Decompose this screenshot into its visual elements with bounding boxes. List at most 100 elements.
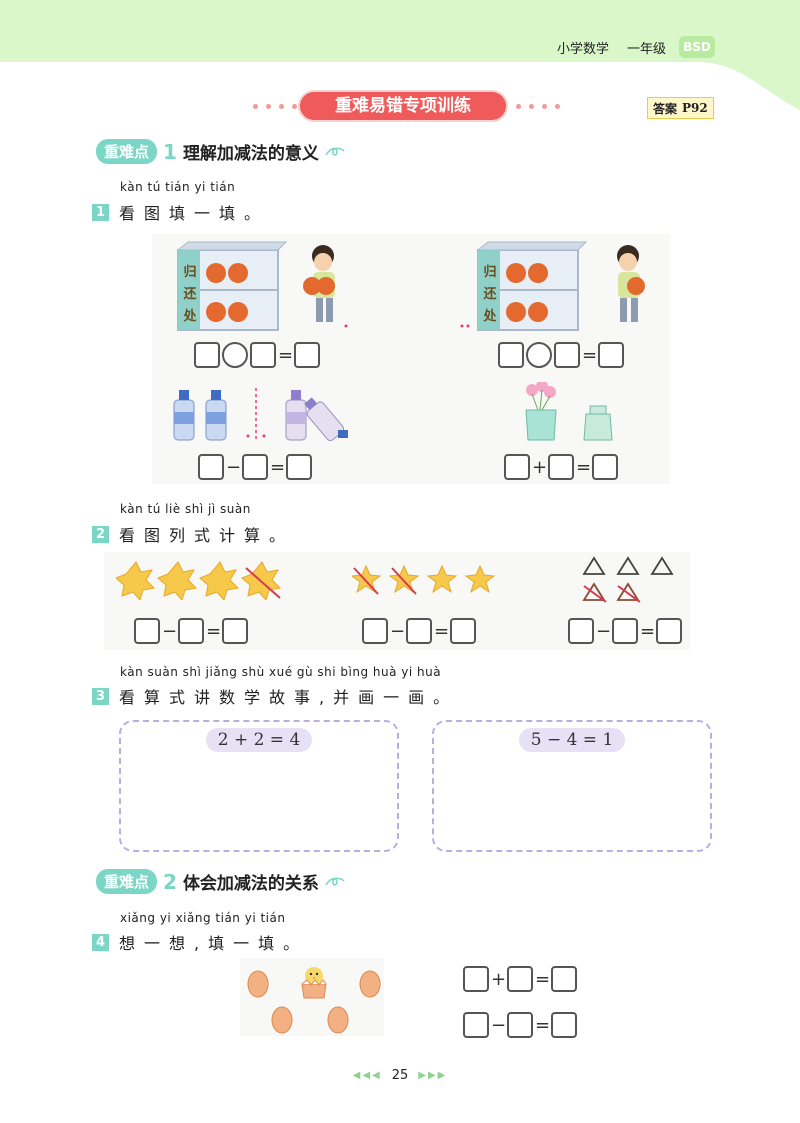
answer-reference: 答案 P92 — [647, 97, 714, 119]
q2-pinyin: kàn tú liè shì jì suàn — [120, 502, 251, 516]
story-formula-2: 5 − 4 = 1 — [518, 728, 626, 752]
q2-equation-1: − = — [134, 618, 248, 644]
triangles-group — [582, 556, 674, 603]
answer-box[interactable] — [242, 454, 268, 480]
water-bottles-scene — [173, 388, 348, 442]
answer-page: P92 — [682, 101, 708, 115]
answer-box[interactable] — [463, 966, 489, 992]
q4-text: 想一想,填一填。 — [119, 934, 309, 953]
q4-number: 4 — [92, 933, 109, 951]
suns-group — [116, 561, 282, 600]
q4-prompt: 4 想一想,填一填。 — [92, 930, 308, 954]
section-number: 2 — [163, 869, 177, 894]
answer-box[interactable] — [134, 618, 160, 644]
flower-vases-scene — [525, 382, 613, 441]
equals-sign: = — [640, 620, 656, 642]
left-arrows-icon: ◀◀◀ — [352, 1070, 382, 1081]
section-badge: 重难点 — [96, 869, 158, 894]
q1-equation-3: − = — [198, 454, 312, 480]
basketball-shelf-scene-right — [460, 241, 645, 331]
answer-box[interactable] — [568, 618, 594, 644]
answer-box[interactable] — [463, 1012, 489, 1038]
q4-equation-2: − = — [463, 1012, 577, 1038]
answer-box[interactable] — [294, 342, 320, 368]
edition-badge: BSD — [679, 36, 715, 58]
header-subject: 小学数学 — [556, 42, 609, 57]
title-dots-left — [253, 104, 297, 109]
q2-picture-panel: − = − = − = — [104, 552, 690, 650]
operator-circle[interactable] — [222, 342, 248, 368]
q1-equation-2: = — [498, 342, 624, 368]
q2-number: 2 — [92, 525, 109, 543]
minus-sign: − — [596, 620, 612, 642]
plus-sign: + — [491, 968, 507, 990]
answer-box[interactable] — [178, 618, 204, 644]
equals-sign: = — [278, 344, 294, 366]
header-grade: 一年级 — [626, 42, 666, 57]
story-formula-1: 2 + 2 = 4 — [205, 728, 313, 752]
answer-box[interactable] — [507, 1012, 533, 1038]
answer-box[interactable] — [286, 454, 312, 480]
q2-prompt: 2 看图列式计算。 — [92, 522, 294, 546]
answer-box[interactable] — [598, 342, 624, 368]
stars-group — [352, 564, 496, 595]
answer-box[interactable] — [551, 1012, 577, 1038]
section-title: 体会加减法的关系 — [182, 874, 319, 894]
swirl-icon — [325, 147, 345, 156]
minus-sign: − — [162, 620, 178, 642]
header-band — [0, 0, 800, 110]
page-number: 25 — [391, 1068, 409, 1083]
eggs-panel — [240, 958, 384, 1036]
section-2-heading: 重难点 2 体会加减法的关系 — [96, 869, 345, 894]
q3-number: 3 — [92, 687, 109, 705]
q1-text: 看图填一填。 — [119, 204, 270, 223]
q2-equation-2: − = — [362, 618, 476, 644]
answer-box[interactable] — [498, 342, 524, 368]
section-badge: 重难点 — [96, 139, 158, 164]
answer-box[interactable] — [194, 342, 220, 368]
minus-sign: − — [226, 456, 242, 478]
answer-box[interactable] — [551, 966, 577, 992]
q1-prompt: 1 看图填一填。 — [92, 200, 269, 224]
page-title: 重难易错专项训练 — [300, 92, 506, 120]
q4-equation-1: + = — [463, 966, 577, 992]
operator-circle[interactable] — [526, 342, 552, 368]
page-footer: ◀◀◀ 25 ▶▶▶ — [0, 1068, 800, 1083]
answer-box[interactable] — [406, 618, 432, 644]
answer-box[interactable] — [612, 618, 638, 644]
equals-sign: = — [582, 344, 598, 366]
equals-sign: = — [434, 620, 450, 642]
title-dots-right — [516, 104, 560, 109]
minus-sign: − — [390, 620, 406, 642]
answer-box[interactable] — [198, 454, 224, 480]
swirl-icon — [325, 877, 345, 886]
answer-box[interactable] — [222, 618, 248, 644]
q3-pinyin: kàn suàn shì jiǎng shù xué gù shi bìng h… — [120, 665, 442, 679]
answer-box[interactable] — [592, 454, 618, 480]
equals-sign: = — [206, 620, 222, 642]
answer-box[interactable] — [504, 454, 530, 480]
story-drawing-area-2[interactable]: 5 − 4 = 1 — [432, 720, 712, 852]
answer-box[interactable] — [656, 618, 682, 644]
shelf-label-right: 归还处 — [483, 265, 497, 324]
equals-sign: = — [576, 456, 592, 478]
answer-box[interactable] — [450, 618, 476, 644]
minus-sign: − — [491, 1014, 507, 1036]
answer-box[interactable] — [362, 618, 388, 644]
section-title: 理解加减法的意义 — [182, 144, 319, 164]
q1-number: 1 — [92, 203, 109, 221]
q3-text: 看算式讲数学故事,并画一画。 — [119, 688, 459, 707]
story-drawing-area-1[interactable]: 2 + 2 = 4 — [119, 720, 399, 852]
basketball-shelf-scene-left — [176, 241, 348, 331]
q2-equation-3: − = — [568, 618, 682, 644]
answer-label: 答案 — [653, 101, 678, 116]
answer-box[interactable] — [250, 342, 276, 368]
q1-equation-1: = — [194, 342, 320, 368]
q1-picture-panel: 归还处 归还处 = = — [152, 234, 670, 484]
section-1-heading: 重难点 1 理解加减法的意义 — [96, 139, 345, 164]
answer-box[interactable] — [554, 342, 580, 368]
answer-box[interactable] — [507, 966, 533, 992]
q1-equation-4: + = — [504, 454, 618, 480]
right-arrows-icon: ▶▶▶ — [418, 1070, 448, 1081]
answer-box[interactable] — [548, 454, 574, 480]
